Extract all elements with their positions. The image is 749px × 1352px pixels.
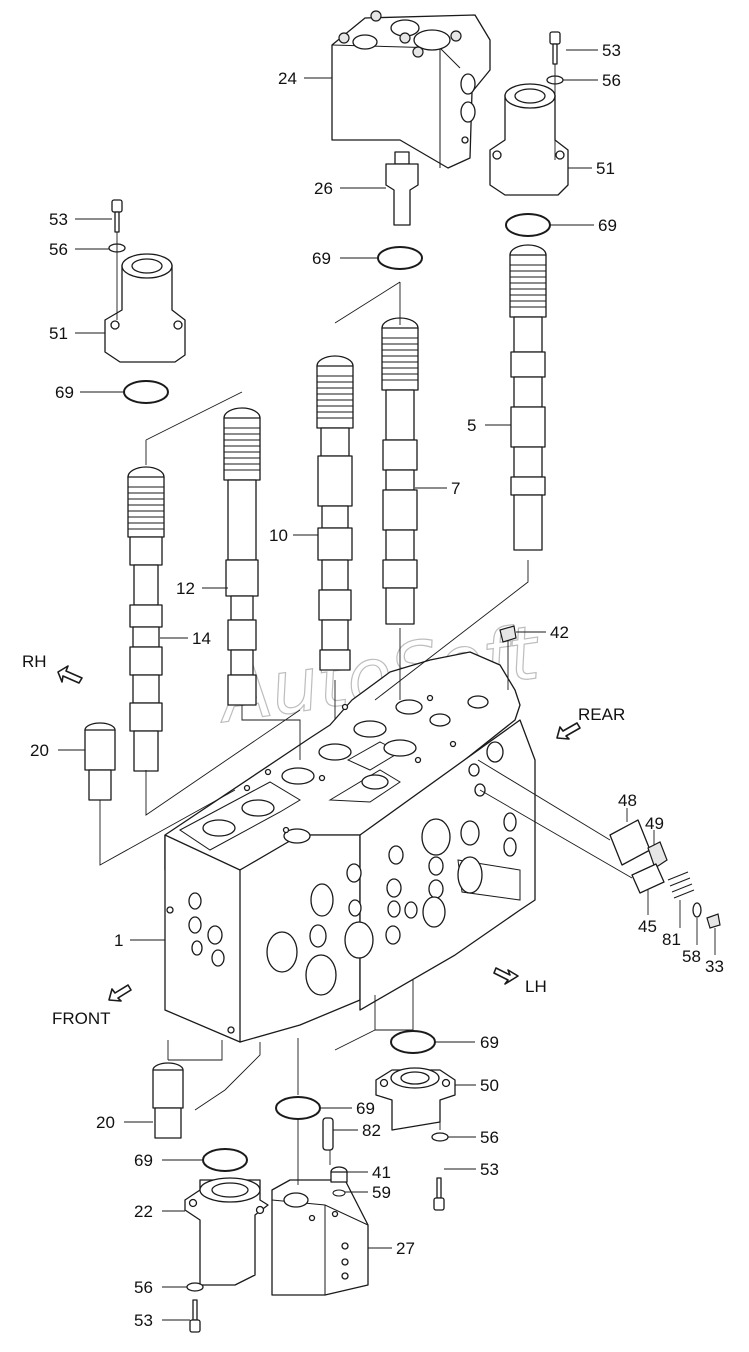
- spool-5: [509, 244, 547, 551]
- callout-53: 53: [602, 41, 621, 60]
- direction-arrow-icon: [108, 984, 132, 1002]
- callout-5: 5: [467, 416, 476, 435]
- callout-10: 10: [269, 526, 288, 545]
- callout-69: 69: [356, 1099, 375, 1118]
- spool-12: [223, 407, 261, 706]
- callout-81: 81: [662, 930, 681, 949]
- callout-51: 51: [49, 324, 68, 343]
- lower-cap-left: [184, 1177, 269, 1286]
- callout-26: 26: [314, 179, 333, 198]
- pilot-piston: [385, 151, 419, 226]
- callout-51: 51: [596, 159, 615, 178]
- callout-1: 1: [114, 931, 123, 950]
- callout-56: 56: [602, 71, 621, 90]
- callout-69: 69: [312, 249, 331, 268]
- callout-27: 27: [396, 1239, 415, 1258]
- direction-arrow-icon: [493, 967, 519, 985]
- callout-14: 14: [192, 629, 211, 648]
- check-plug-upper: [84, 722, 116, 801]
- callout-49: 49: [645, 814, 664, 833]
- callout-53: 53: [480, 1160, 499, 1179]
- callout-33: 33: [705, 957, 724, 976]
- plug-42: [499, 625, 517, 643]
- callout-53: 53: [134, 1311, 153, 1330]
- callout-48: 48: [618, 791, 637, 810]
- direction-arrow-icon: [556, 722, 581, 740]
- assembly-lines: [99, 64, 633, 1185]
- callout-69: 69: [134, 1151, 153, 1170]
- callout-69: 69: [55, 383, 74, 402]
- callout-50: 50: [480, 1076, 499, 1095]
- direction-arrow-icon: [57, 665, 83, 684]
- callout-24: 24: [278, 69, 297, 88]
- spring-cap-left: [104, 253, 186, 363]
- callout-41: 41: [372, 1163, 391, 1182]
- callout-69: 69: [598, 216, 617, 235]
- direction-label-lh: LH: [525, 977, 547, 996]
- direction-label-rear: REAR: [578, 705, 625, 724]
- spool-14: [127, 466, 165, 772]
- callout-leaders: [58, 49, 716, 1321]
- callout-22: 22: [134, 1202, 153, 1221]
- ring-59: [332, 1189, 346, 1197]
- spool-7: [381, 317, 419, 625]
- callout-56: 56: [134, 1278, 153, 1297]
- callout-20: 20: [30, 741, 49, 760]
- top-cover-block: [331, 10, 491, 169]
- valve-body: [164, 651, 536, 1043]
- callout-56: 56: [49, 240, 68, 259]
- callout-56: 56: [480, 1128, 499, 1147]
- direction-label-front: FRONT: [52, 1009, 111, 1028]
- callout-53: 53: [49, 210, 68, 229]
- callout-42: 42: [550, 623, 569, 642]
- side-plunger-set: [609, 819, 721, 929]
- pin-82: [322, 1117, 334, 1151]
- callout-58: 58: [682, 947, 701, 966]
- spring-cap-right: [489, 83, 569, 196]
- lower-cap-right: [375, 1067, 456, 1131]
- callout-7: 7: [451, 479, 460, 498]
- callout-45: 45: [638, 917, 657, 936]
- lower-block: [271, 1179, 369, 1296]
- direction-label-rh: RH: [22, 652, 47, 671]
- plug-41: [330, 1166, 348, 1183]
- callout-59: 59: [372, 1183, 391, 1202]
- check-plug-lower: [152, 1062, 184, 1139]
- callout-20: 20: [96, 1113, 115, 1132]
- callout-12: 12: [176, 579, 195, 598]
- callout-82: 82: [362, 1121, 381, 1140]
- callout-69: 69: [480, 1033, 499, 1052]
- spool-10: [316, 355, 354, 671]
